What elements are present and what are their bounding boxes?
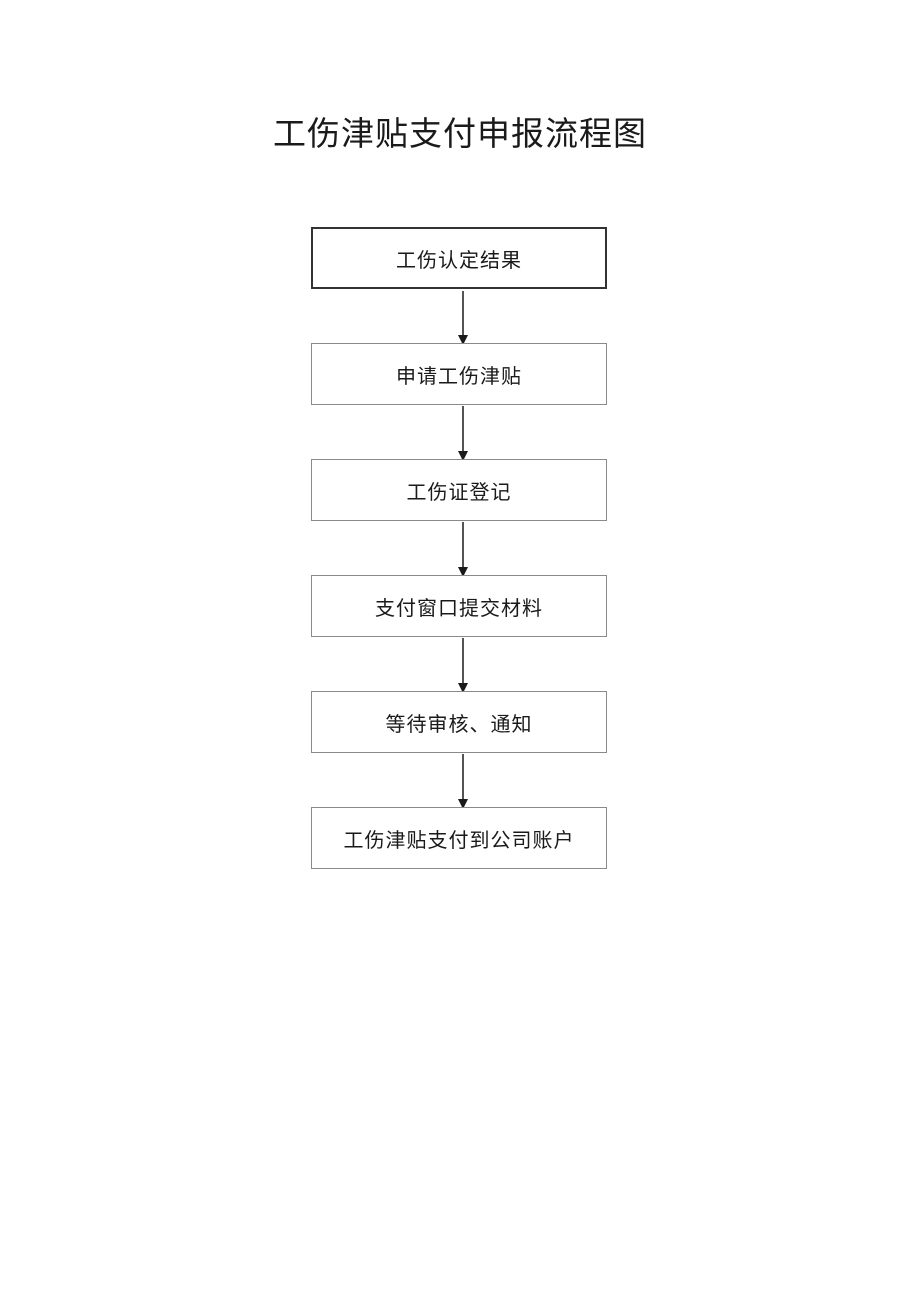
- step-box-apply-allowance: 申请工伤津贴: [311, 343, 607, 405]
- step-box-certificate-registration: 工伤证登记: [311, 459, 607, 521]
- step-box-payment-to-company: 工伤津贴支付到公司账户: [311, 807, 607, 869]
- step-box-await-review: 等待审核、通知: [311, 691, 607, 753]
- step-label: 工伤证登记: [406, 479, 512, 504]
- step-label: 工伤津贴支付到公司账户: [343, 827, 575, 852]
- step-label: 支付窗口提交材料: [375, 595, 543, 620]
- step-box-submit-materials: 支付窗口提交材料: [311, 575, 607, 637]
- page-title: 工伤津贴支付申报流程图: [273, 114, 647, 153]
- step-box-injury-result: 工伤认定结果: [311, 227, 607, 289]
- step-label: 工伤认定结果: [396, 247, 522, 272]
- step-label: 等待审核、通知: [385, 711, 533, 736]
- step-label: 申请工伤津贴: [396, 363, 522, 388]
